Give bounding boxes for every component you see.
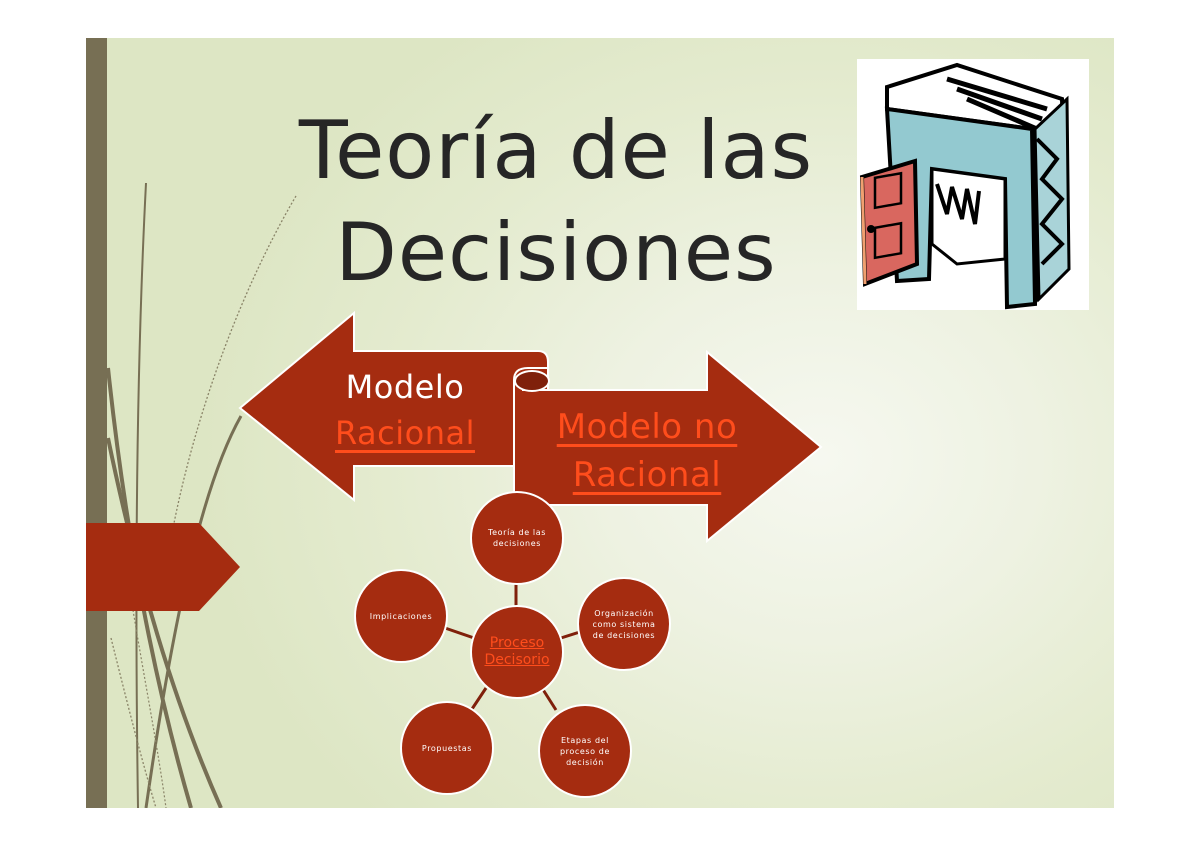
- title-line-1: Teoría de las: [298, 104, 814, 197]
- slide: Teoría de las Decisiones: [86, 38, 1114, 808]
- node-implicaciones: Implicaciones: [354, 569, 448, 663]
- title-line-2: Decisiones: [335, 206, 777, 299]
- left-accent-bar: [86, 38, 107, 808]
- node-organizacion: Organización como sistema de decisiones: [577, 577, 671, 671]
- node-label: Etapas del proceso de decisión: [559, 735, 610, 767]
- book-door-image: [857, 59, 1089, 310]
- right-arrow-label: Modelo no Racional: [522, 403, 772, 499]
- book-with-door-icon: [859, 62, 1071, 310]
- node-etapas: Etapas del proceso de decisión: [538, 704, 632, 798]
- node-label: Teoría de las decisiones: [488, 528, 546, 548]
- node-label: Organización como sistema de decisiones: [592, 608, 656, 640]
- left-arrow-label: Modelo Racional: [308, 364, 502, 456]
- page-title: Teoría de las Decisiones: [276, 100, 836, 304]
- modelo-no-racional-link-line1[interactable]: Modelo no: [556, 407, 738, 447]
- modelo-racional-link[interactable]: Racional: [335, 414, 475, 452]
- red-side-tab: [86, 523, 240, 611]
- modelo-no-racional-link-line2[interactable]: Racional: [572, 455, 722, 495]
- proceso-decisorio-link[interactable]: Proceso Decisorio: [484, 635, 550, 668]
- node-label: Implicaciones: [369, 611, 433, 621]
- node-teoria: Teoría de las decisiones: [470, 491, 564, 585]
- node-propuestas: Propuestas: [400, 701, 494, 795]
- left-arrow-line1: Modelo: [345, 368, 465, 406]
- node-label: Propuestas: [421, 743, 473, 753]
- node-proceso-decisorio: Proceso Decisorio: [470, 605, 564, 699]
- arrows-diagram: [238, 310, 823, 716]
